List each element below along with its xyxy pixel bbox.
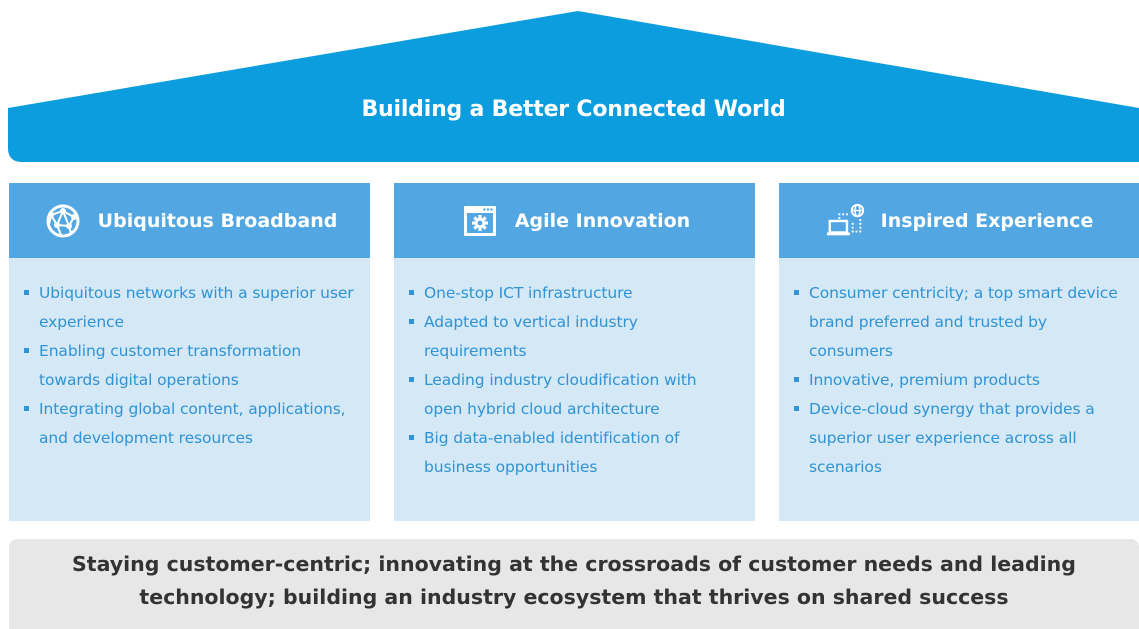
bullet-item: Leading industry cloudification with ope… (409, 366, 739, 424)
gear-window-icon (459, 200, 501, 242)
bullet-list: Consumer centricity; a top smart device … (779, 258, 1139, 482)
pillar-title: Inspired Experience (880, 209, 1094, 232)
bullet-item: Adapted to vertical industry requirement… (409, 308, 739, 366)
foundation-banner: Staying customer-centric; innovating at … (9, 539, 1139, 629)
pillar-title: Ubiquitous Broadband (97, 209, 338, 232)
pillar-header: Agile Innovation (394, 183, 755, 258)
pillar-agile-innovation: Agile Innovation One-stop ICT infrastruc… (394, 183, 755, 521)
foundation-text: Staying customer-centric; innovating at … (72, 548, 1076, 614)
globe-network-icon (42, 200, 84, 242)
bullet-item: Integrating global content, applications… (24, 395, 354, 453)
roof-banner: Building a Better Connected World (8, 10, 1139, 162)
pillar-header: Ubiquitous Broadband (9, 183, 370, 258)
pillar-inspired-experience: Inspired Experience Consumer centricity;… (779, 183, 1139, 521)
bullet-item: Big data-enabled identification of busin… (409, 424, 739, 482)
pillar-title: Agile Innovation (514, 209, 691, 232)
foundation-line: Staying customer-centric; innovating at … (72, 552, 1076, 576)
bullet-list: Ubiquitous networks with a superior user… (9, 258, 370, 453)
roof-title: Building a Better Connected World (361, 97, 786, 122)
laptop-globe-icon (825, 200, 867, 242)
roof-shape (8, 11, 1139, 162)
bullet-item: Innovative, premium products (794, 366, 1123, 395)
bullet-item: Device-cloud synergy that provides a sup… (794, 395, 1123, 482)
foundation-line: technology; building an industry ecosyst… (139, 585, 1009, 609)
pillar-header: Inspired Experience (779, 183, 1139, 258)
bullet-list: One-stop ICT infrastructure Adapted to v… (394, 258, 755, 482)
bullet-item: Consumer centricity; a top smart device … (794, 279, 1123, 366)
bullet-item: Ubiquitous networks with a superior user… (24, 279, 354, 337)
bullet-item: Enabling customer transformation towards… (24, 337, 354, 395)
bullet-item: One-stop ICT infrastructure (409, 279, 739, 308)
pillar-ubiquitous-broadband: Ubiquitous Broadband Ubiquitous networks… (9, 183, 370, 521)
